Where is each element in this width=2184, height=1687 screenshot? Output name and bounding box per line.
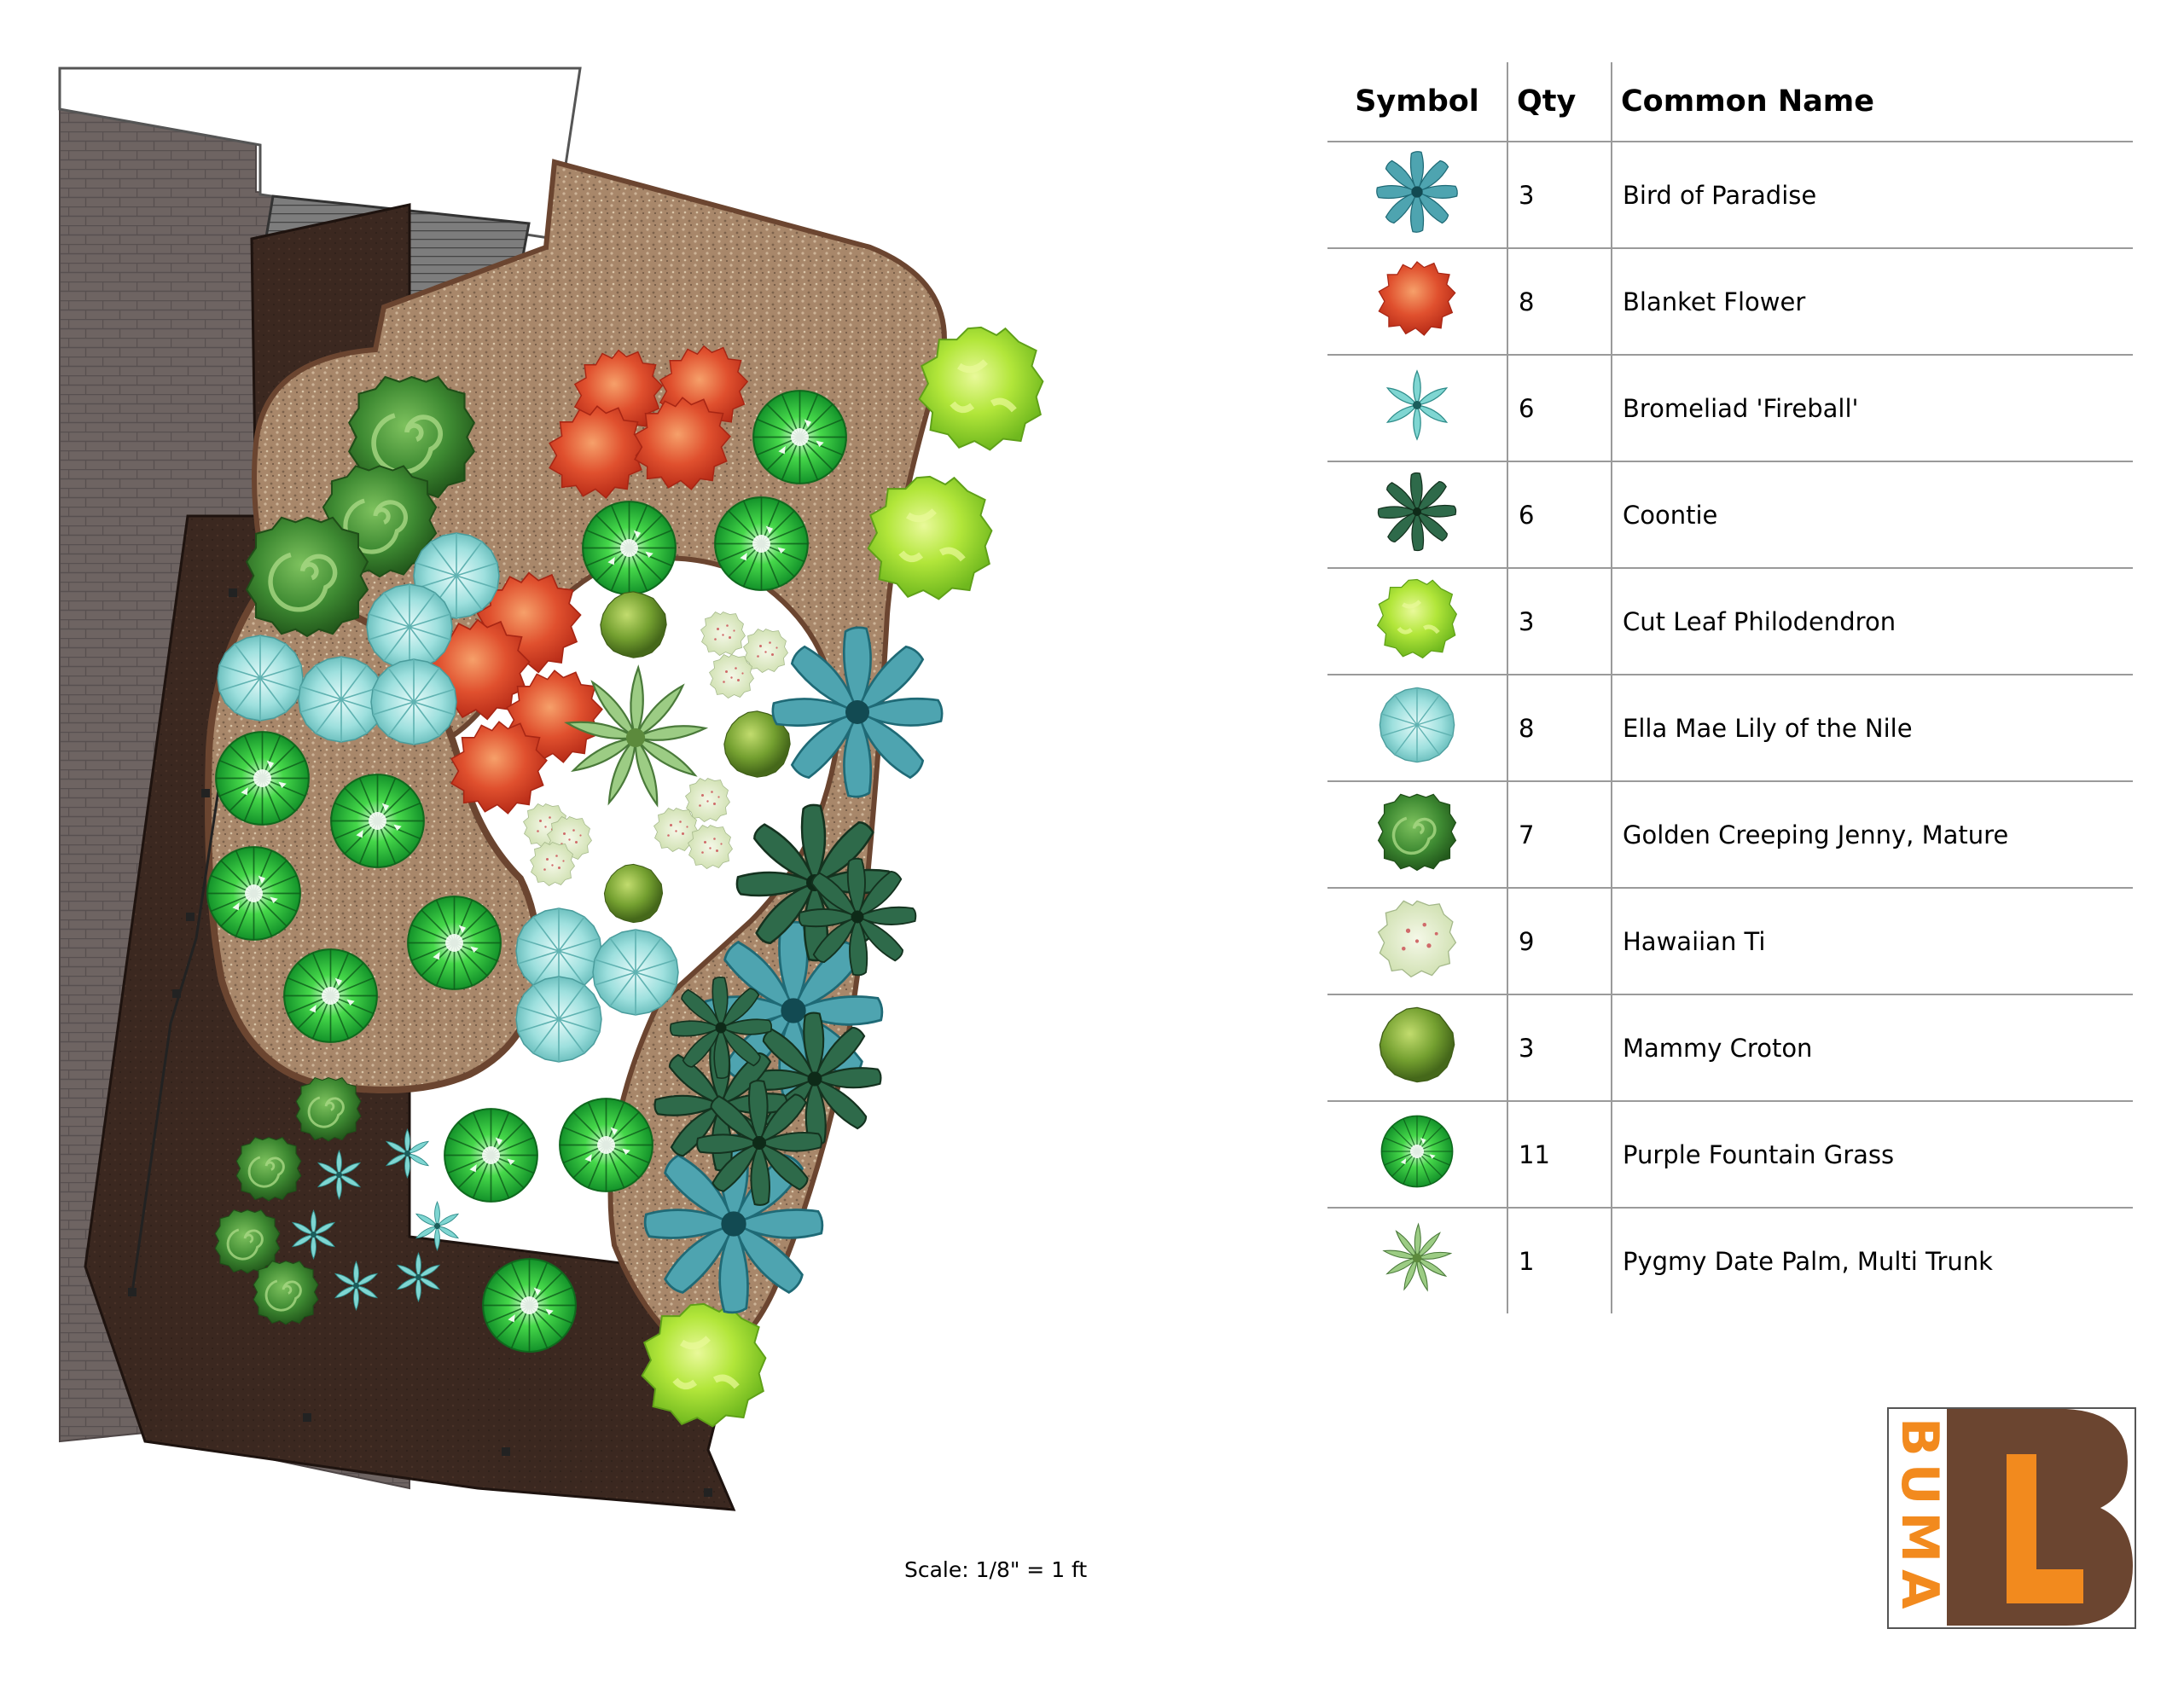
legend-qty: 3 bbox=[1507, 568, 1612, 675]
mammy-croton-icon bbox=[1379, 1006, 1455, 1083]
legend-row: 7 Golden Creeping Jenny, Mature bbox=[1327, 781, 2133, 889]
fountain-grass-icon bbox=[1380, 1115, 1454, 1188]
scale-note: Scale: 1/8" = 1 ft bbox=[904, 1557, 1088, 1582]
building-footprint bbox=[58, 67, 582, 241]
legend-row: 6 Coontie bbox=[1327, 461, 2133, 569]
bromeliad-icon bbox=[1385, 370, 1449, 440]
plant-legend-table: Symbol Qty Common Name 3 Bird of Paradis… bbox=[1327, 62, 2133, 1313]
header-symbol: Symbol bbox=[1327, 62, 1507, 142]
legend-qty: 9 bbox=[1507, 888, 1612, 995]
legend-header-row: Symbol Qty Common Name bbox=[1327, 62, 2133, 142]
pygmy-date-palm-icon bbox=[1382, 1223, 1452, 1292]
legend-row: 8 Ella Mae Lily of the Nile bbox=[1327, 675, 2133, 782]
legend-row: 9 Hawaiian Ti bbox=[1327, 888, 2133, 995]
legend-common-name: Blanket Flower bbox=[1611, 248, 2133, 356]
legend-common-name: Golden Creeping Jenny, Mature bbox=[1611, 781, 2133, 889]
legend-qty: 6 bbox=[1507, 355, 1612, 462]
buma-logo: BUMA bbox=[1887, 1407, 2136, 1629]
legend-common-name: Coontie bbox=[1611, 461, 2133, 569]
legend-qty: 6 bbox=[1507, 461, 1612, 569]
legend-row: 8 Blanket Flower bbox=[1327, 248, 2133, 356]
legend-common-name: Bromeliad 'Fireball' bbox=[1611, 355, 2133, 462]
legend-common-name: Ella Mae Lily of the Nile bbox=[1611, 675, 2133, 782]
legend-common-name: Hawaiian Ti bbox=[1611, 888, 2133, 995]
legend-qty: 3 bbox=[1507, 994, 1612, 1102]
lily-of-the-nile-icon bbox=[1379, 687, 1455, 763]
legend-common-name: Mammy Croton bbox=[1611, 994, 2133, 1102]
creeping-jenny-icon bbox=[1376, 792, 1458, 872]
legend-row: 1 Pygmy Date Palm, Multi Trunk bbox=[1327, 1208, 2133, 1313]
legend-qty: 3 bbox=[1507, 142, 1612, 249]
legend-row: 3 Mammy Croton bbox=[1327, 994, 2133, 1102]
bird-of-paradise-icon bbox=[1376, 151, 1458, 233]
legend-qty: 11 bbox=[1507, 1101, 1612, 1209]
coontie-icon bbox=[1377, 472, 1457, 552]
blanket-flower-icon bbox=[1378, 261, 1456, 336]
legend-common-name: Pygmy Date Palm, Multi Trunk bbox=[1611, 1208, 2133, 1313]
header-common-name: Common Name bbox=[1611, 62, 2133, 142]
legend-row: 3 Bird of Paradise bbox=[1327, 142, 2133, 249]
header-qty: Qty bbox=[1507, 62, 1612, 142]
legend-qty: 7 bbox=[1507, 781, 1612, 889]
philodendron-icon bbox=[1374, 576, 1460, 661]
legend-row: 11 Purple Fountain Grass bbox=[1327, 1101, 2133, 1209]
legend-common-name: Purple Fountain Grass bbox=[1611, 1101, 2133, 1209]
hawaiian-ti-icon bbox=[1377, 900, 1457, 978]
legend-qty: 8 bbox=[1507, 248, 1612, 356]
legend-row: 3 Cut Leaf Philodendron bbox=[1327, 568, 2133, 675]
legend-row: 6 Bromeliad 'Fireball' bbox=[1327, 355, 2133, 462]
buma-logo-wordmark: BUMA bbox=[1890, 1417, 1949, 1616]
legend-common-name: Bird of Paradise bbox=[1611, 142, 2133, 249]
stepping-edge bbox=[131, 767, 224, 1293]
landscape-site-plan bbox=[58, 67, 1331, 1511]
legend-qty: 8 bbox=[1507, 675, 1612, 782]
legend-qty: 1 bbox=[1507, 1208, 1612, 1313]
legend-common-name: Cut Leaf Philodendron bbox=[1611, 568, 2133, 675]
